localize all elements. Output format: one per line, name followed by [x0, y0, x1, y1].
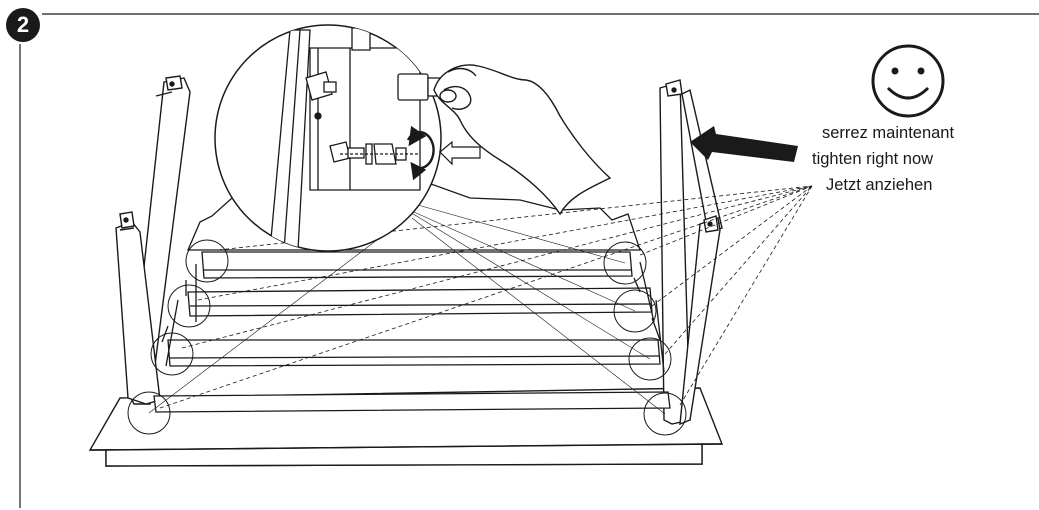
callout-circle: [150, 332, 194, 376]
detail-circles: [127, 239, 687, 436]
shelf-rails: [153, 251, 671, 413]
smiley-face-icon: [871, 44, 945, 118]
clockwise-rotation-icon: [406, 125, 435, 181]
instruction-text-german: Jetzt anziehen: [826, 176, 933, 194]
callout-circle: [628, 337, 672, 381]
leader-lines-solid: [148, 199, 666, 415]
instruction-text-french: serrez maintenant: [822, 124, 955, 142]
callout-circle: [127, 391, 171, 435]
callout-circle: [603, 241, 647, 285]
right-leg-frame: [659, 79, 723, 426]
zoom-detail: [214, 24, 481, 252]
step-number-badge: 2: [6, 8, 40, 42]
left-leg-frame: [115, 75, 191, 405]
arrow-pointer-icon: [690, 126, 798, 162]
instruction-text-english: tighten right now: [812, 150, 934, 168]
push-arrow-icon: [439, 140, 481, 166]
hand-illustration: [433, 64, 612, 216]
callout-circle: [185, 239, 229, 283]
callout-circle: [613, 289, 657, 333]
leader-lines-dashed: [159, 185, 813, 409]
callout-circle: [167, 284, 211, 328]
callout-circle: [643, 392, 687, 436]
step-frame: [19, 13, 1039, 508]
